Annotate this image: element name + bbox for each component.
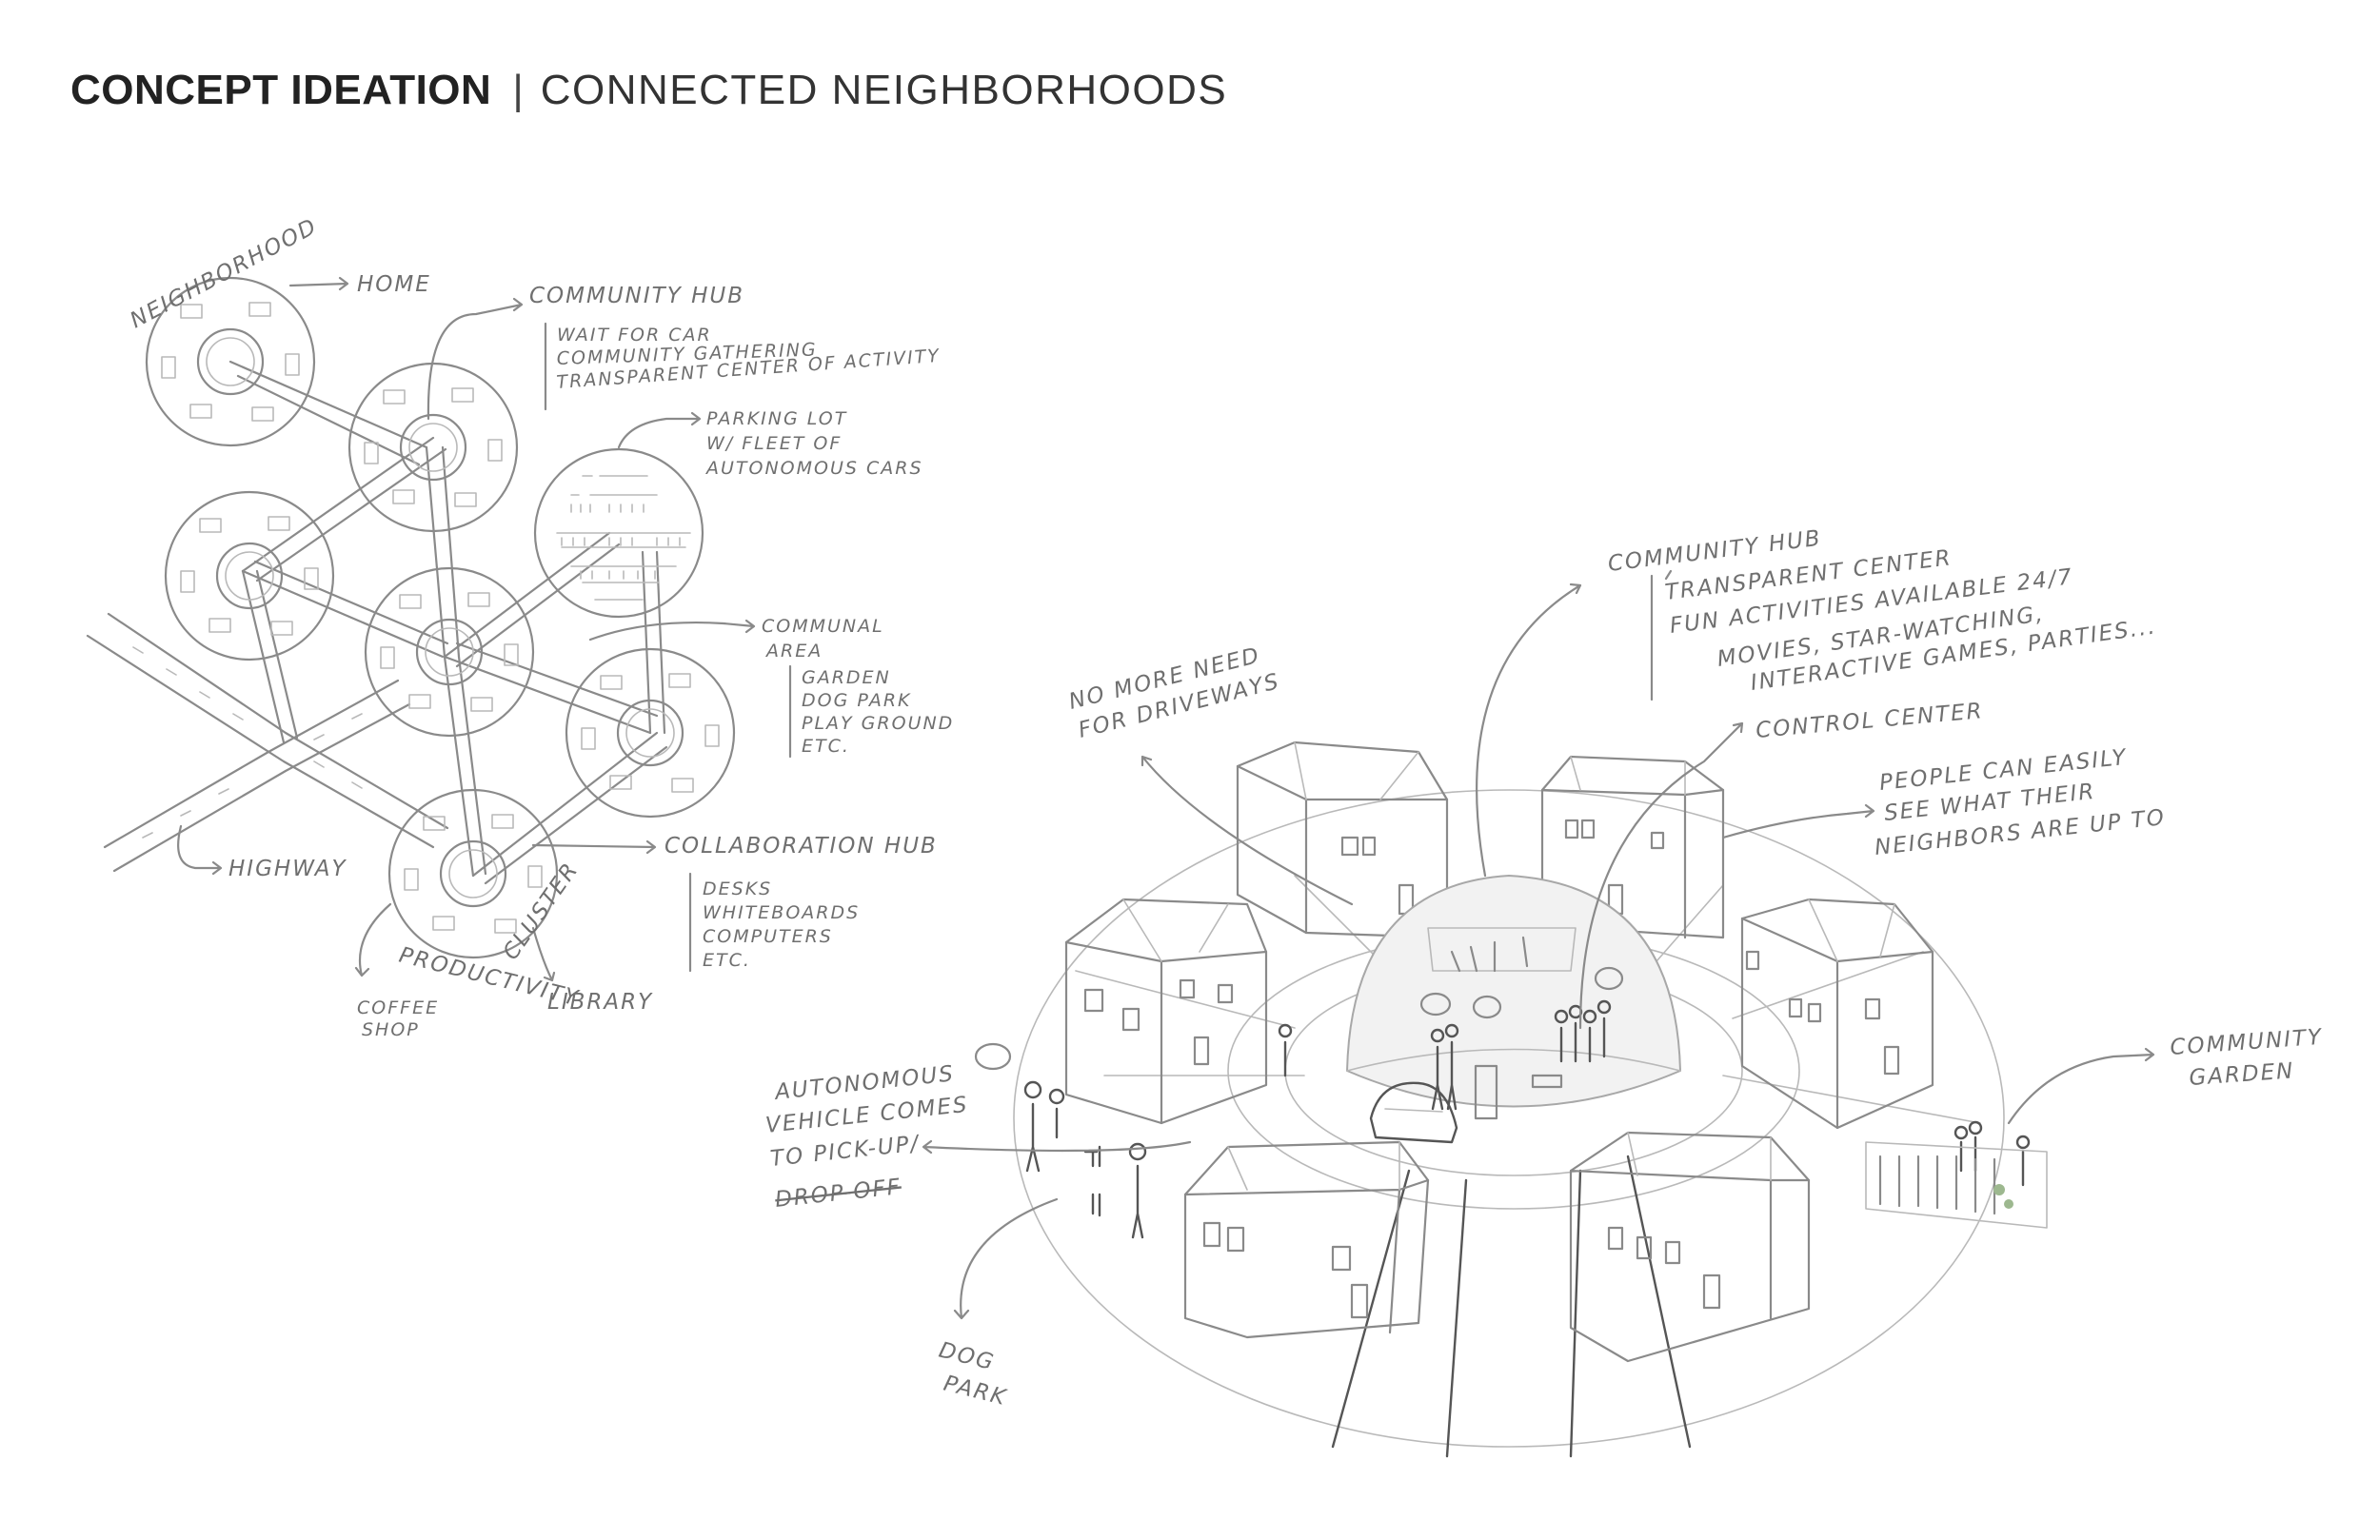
network-map: NEIGHBORHOOD HOME COMMUNITY HUB WAIT FOR… — [86, 214, 954, 1040]
house-right — [1740, 898, 1934, 1130]
control-center-label: CONTROL CENTER — [1755, 699, 1984, 743]
communal-note-3: PLAY GROUND — [802, 713, 954, 734]
communal-title-1: COMMUNAL — [762, 616, 884, 637]
coffee-arrow — [354, 902, 392, 977]
house-left — [1064, 898, 1268, 1125]
garden-arrow — [2007, 1047, 2155, 1125]
title-bold: CONCEPT IDEATION — [70, 67, 492, 113]
parking-label-3: AUTONOMOUS CARS — [704, 458, 923, 479]
hub-arrow-right — [1476, 582, 1582, 878]
collaboration-label: COLLABORATION HUB — [664, 834, 938, 859]
neighbors-arrow — [1721, 803, 1875, 839]
road-right — [1569, 1155, 1692, 1458]
garden-label-1: COMMUNITY — [2170, 1025, 2324, 1060]
page-title: CONCEPT IDEATION | CONNECTED NEIGHBORHOODS — [70, 67, 1227, 114]
house-bottom-right — [1569, 1131, 1811, 1363]
parking-lot-node — [533, 447, 704, 619]
highway-label: HIGHWAY — [228, 857, 347, 881]
collab-note-2: WHITEBOARDS — [703, 902, 860, 923]
coffee-label-1: COFFEE — [357, 997, 439, 1018]
collaboration-arrow — [531, 839, 657, 855]
community-hub-arrow — [426, 297, 524, 421]
house-top-left — [1236, 740, 1449, 939]
title-separator: | — [512, 67, 524, 113]
neighborhood-nodes — [145, 276, 736, 959]
neighborhood-node — [164, 490, 335, 661]
control-arrow — [1578, 721, 1744, 1030]
library-arrow — [531, 926, 556, 982]
autonomous-car — [1369, 1081, 1458, 1144]
collab-note-3: COMPUTERS — [703, 926, 833, 947]
dog-park-arrow — [953, 1197, 1059, 1320]
vehicle-arrow — [922, 1139, 1192, 1155]
neighborhood-label: NEIGHBORHOOD — [127, 214, 322, 334]
communal-note-1: GARDEN — [802, 667, 891, 688]
collab-note-4: ETC. — [703, 950, 751, 971]
communal-title-2: AREA — [764, 641, 823, 661]
neighborhood-node — [364, 566, 535, 738]
title-subtitle: CONNECTED NEIGHBORHOODS — [540, 67, 1228, 113]
home-label: HOME — [357, 272, 431, 297]
driveways-arrow — [1140, 755, 1354, 906]
vehicle-label-4: DROP-OFF — [774, 1175, 902, 1213]
house-bottom-left — [1183, 1140, 1430, 1339]
neighborhood-node — [347, 362, 519, 533]
people-figures — [974, 966, 2031, 1239]
neighborhood-node — [387, 788, 559, 959]
communal-note-4: ETC. — [802, 736, 850, 757]
community-hub-label: COMMUNITY HUB — [529, 284, 744, 308]
hub-note-bar-right — [1650, 569, 1673, 701]
parking-label-2: W/ FLEET OF — [706, 433, 842, 454]
community-dome — [1345, 874, 1682, 1120]
perspective-sketch: COMMUNITY HUB TRANSPARENT CENTER FUN ACT… — [764, 526, 2324, 1458]
highway-road — [86, 612, 449, 873]
hub-note-1: WAIT FOR CAR — [557, 325, 712, 346]
library-label: LIBRARY — [547, 990, 653, 1015]
vehicle-label-3: TO PICK-UP/ — [769, 1132, 922, 1172]
parking-arrow — [617, 411, 702, 449]
collab-note-1: DESKS — [703, 879, 772, 899]
network-links — [228, 360, 668, 885]
highway-arrow — [177, 824, 223, 876]
garden-plot — [1865, 1141, 2048, 1229]
communal-note-2: DOG PARK — [802, 690, 912, 711]
home-arrow — [288, 276, 349, 291]
dog-park-label-2: PARK — [942, 1372, 1010, 1412]
ground-outline — [1013, 789, 2005, 1448]
dog-park-label-1: DOG — [937, 1338, 998, 1376]
communal-arrow — [588, 619, 756, 642]
parking-label-1: PARKING LOT — [706, 408, 847, 429]
garden-label-2: GARDEN — [2189, 1058, 2296, 1091]
neighborhood-node — [565, 647, 736, 819]
road-left — [1331, 1169, 1468, 1458]
neighborhood-node — [145, 276, 316, 447]
coffee-label-2: SHOP — [362, 1019, 420, 1040]
